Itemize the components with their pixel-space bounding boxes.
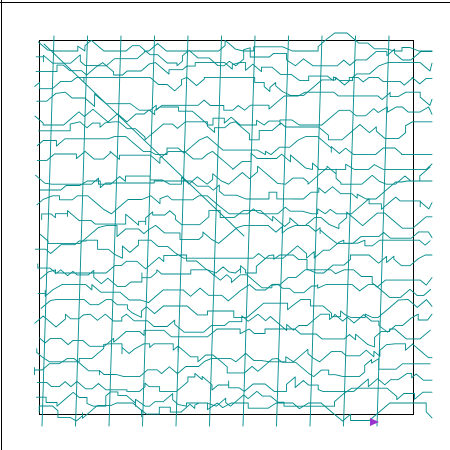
trail-zigzag-row — [36, 91, 433, 111]
trail-vertical-stroke — [108, 35, 122, 427]
trail-vertical-stroke — [175, 35, 189, 427]
trail-zigzag-row — [36, 343, 433, 363]
trail-zigzag-row — [34, 313, 433, 333]
trail-vertical-stroke — [343, 35, 356, 427]
trail-vertical-stroke — [75, 35, 88, 427]
trail-zigzag-row — [37, 254, 433, 274]
trail-zigzag-row — [35, 62, 433, 82]
turtle-trail — [34, 32, 433, 427]
trail-zigzag-row — [34, 239, 431, 259]
trail-zigzag-row — [34, 76, 433, 96]
turtle-arrow-icon[interactable] — [370, 418, 379, 426]
trail-vertical-stroke — [209, 35, 222, 427]
trail-zigzag-row — [37, 32, 433, 52]
trail-zigzag-row — [39, 328, 431, 348]
trail-vertical-stroke — [41, 35, 55, 427]
trail-vertical-stroke — [242, 35, 256, 427]
trail-zigzag-row — [37, 284, 432, 304]
trail-zigzag-row — [38, 402, 433, 422]
trail-zigzag-row — [40, 298, 433, 318]
trail-zigzag-row — [38, 121, 433, 141]
trail-zigzag-row — [39, 224, 433, 244]
trail-diagonal-stroke — [43, 43, 245, 237]
trail-zigzag-row — [36, 372, 433, 392]
trail-zigzag-row — [36, 136, 433, 156]
trail-zigzag-row — [34, 358, 431, 378]
trail-zigzag-row — [34, 106, 433, 126]
trail-zigzag-row — [36, 195, 433, 215]
trail-vertical-stroke — [142, 35, 155, 427]
trail-zigzag-row — [35, 47, 433, 67]
trail-zigzag-row — [36, 387, 433, 407]
trail-zigzag-row — [39, 180, 433, 200]
trail-zigzag-row — [41, 210, 433, 230]
trail-zigzag-row — [39, 269, 433, 289]
trail-zigzag-row — [35, 165, 431, 185]
trail-zigzag-row — [36, 150, 433, 170]
